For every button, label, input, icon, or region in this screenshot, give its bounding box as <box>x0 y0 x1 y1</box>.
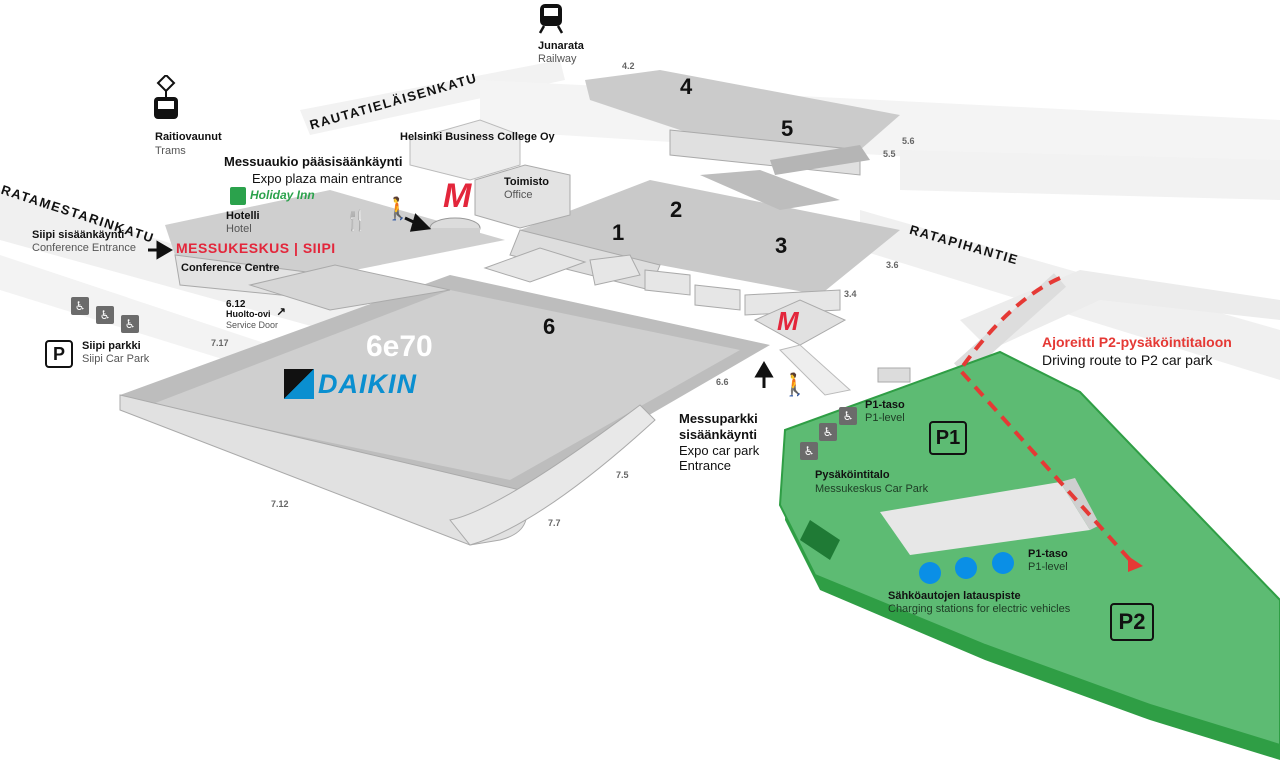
carpark-entrance-label-en-2: Entrance <box>679 458 732 473</box>
service-arrow-icon: ↗ <box>276 305 287 319</box>
daikin-logo: DAIKIN <box>318 369 417 399</box>
hall-3-label: 3 <box>775 233 788 258</box>
charging-label-en: Charging stations for electric vehicles <box>888 603 1071 615</box>
office-label-fi: Toimisto <box>504 176 550 188</box>
railway-label-fi: Junarata <box>538 40 584 52</box>
hotel-label-fi: Hotelli <box>226 210 260 222</box>
main-entrance-label-en: Expo plaza main entrance <box>252 171 403 186</box>
door-7-17: 7.17 <box>211 338 229 348</box>
holiday-inn-logo-mark <box>230 187 246 205</box>
hall-5-label: 5 <box>781 116 794 141</box>
carpark-label-en: Messukeskus Car Park <box>815 483 929 495</box>
conference-centre-label: Conference Centre <box>181 262 280 274</box>
metro-icon-2: M <box>777 306 799 336</box>
accessible-parking-icon: ♿ <box>819 423 837 441</box>
door-7-12: 7.12 <box>271 499 289 509</box>
trams-label-fi: Raitiovaunut <box>155 131 222 143</box>
train-icon <box>538 2 564 39</box>
p1-badge: P1 <box>929 421 967 455</box>
hall-1-label: 1 <box>612 220 625 245</box>
service-door-label-fi: Huolto-ovi <box>226 309 271 319</box>
office-label-en: Office <box>504 189 533 201</box>
pedestrian-icon: 🚶 <box>781 372 809 397</box>
door-6-6: 6.6 <box>716 377 729 387</box>
hall-4-label: 4 <box>680 74 693 99</box>
trams-label-en: Trams <box>155 145 186 157</box>
p1-level-label-en: P1-level <box>865 412 905 424</box>
holiday-inn-logo: Holiday Inn <box>250 188 315 202</box>
service-door-number: 6.12 <box>226 299 246 310</box>
parking-icon: P <box>45 340 73 368</box>
business-college-label: Helsinki Business College Oy <box>400 131 555 143</box>
door-7-7: 7.7 <box>548 518 561 528</box>
hall-6-label: 6 <box>543 314 556 339</box>
corridor-blocks <box>483 247 847 346</box>
daikin-logo-mark <box>284 369 314 399</box>
siipi-entrance-label-en: Conference Entrance <box>32 242 136 254</box>
halls-4-5-building <box>585 70 900 176</box>
green-car-park <box>778 350 1280 760</box>
pedestrian-icon: 🚶 <box>384 196 412 221</box>
messukeskus-siipi-logo: MESSUKESKUS | SIIPI <box>176 240 336 256</box>
accessible-parking-icon: ♿ <box>121 315 139 333</box>
charging-label-fi: Sähköautojen latauspiste <box>888 590 1021 602</box>
hall-6-building <box>119 275 770 546</box>
railway-label-en: Railway <box>538 53 577 65</box>
carpark-entrance-label-fi-2: sisäänkäynti <box>679 427 758 442</box>
entrance-arrows <box>148 213 774 388</box>
hall-2-label: 2 <box>670 197 683 222</box>
hotel-label-en: Hotel <box>226 223 252 235</box>
door-3-4: 3.4 <box>844 289 857 299</box>
carpark-label-fi: Pysäköintitalo <box>815 469 890 481</box>
siipi-parking-label-fi: Siipi parkki <box>82 340 141 352</box>
accessible-parking-icon: ♿ <box>96 306 114 324</box>
route-label-en: Driving route to P2 car park <box>1042 352 1213 368</box>
accessible-parking-icon: ♿ <box>839 407 857 425</box>
door-3-6: 3.6 <box>886 260 899 270</box>
route-label-fi: Ajoreitti P2-pysäköintitaloon <box>1042 334 1232 350</box>
office-building <box>409 119 571 229</box>
door-5-5: 5.5 <box>883 149 896 159</box>
service-door-label-en: Service Door <box>226 320 279 330</box>
driving-route <box>957 276 1143 572</box>
sponsor-text: 6e70 <box>366 330 433 363</box>
door-5-6: 5.6 <box>902 136 915 146</box>
p1-level-label-fi: P1-taso <box>865 399 905 411</box>
carpark-entrance-label-fi-1: Messuparkki <box>679 411 758 426</box>
accessible-parking-icon: ♿ <box>71 297 89 315</box>
siipi-entrance-label-fi: Siipi sisäänkäynti <box>32 229 125 241</box>
accessible-parking-icon: ♿ <box>800 442 818 460</box>
charging-stations <box>919 552 1014 584</box>
siipi-parking-label-en: Siipi Car Park <box>82 353 150 365</box>
metro-icon: M <box>443 177 472 215</box>
main-entrance-label-fi: Messuaukio pääsisäänkäynti <box>224 154 403 169</box>
p1-level-label-fi-2: P1-taso <box>1028 548 1068 560</box>
p1-level-label-en-2: P1-level <box>1028 561 1068 573</box>
door-7-5: 7.5 <box>616 470 629 480</box>
walkways <box>779 344 911 396</box>
tram-icon <box>150 73 182 130</box>
carpark-entrance-label-en-1: Expo car park <box>679 443 760 458</box>
door-4-2: 4.2 <box>622 61 635 71</box>
p2-badge: P2 <box>1110 603 1154 641</box>
restaurant-icon: 🍴 <box>344 210 369 232</box>
conference-centre-building <box>165 190 505 311</box>
